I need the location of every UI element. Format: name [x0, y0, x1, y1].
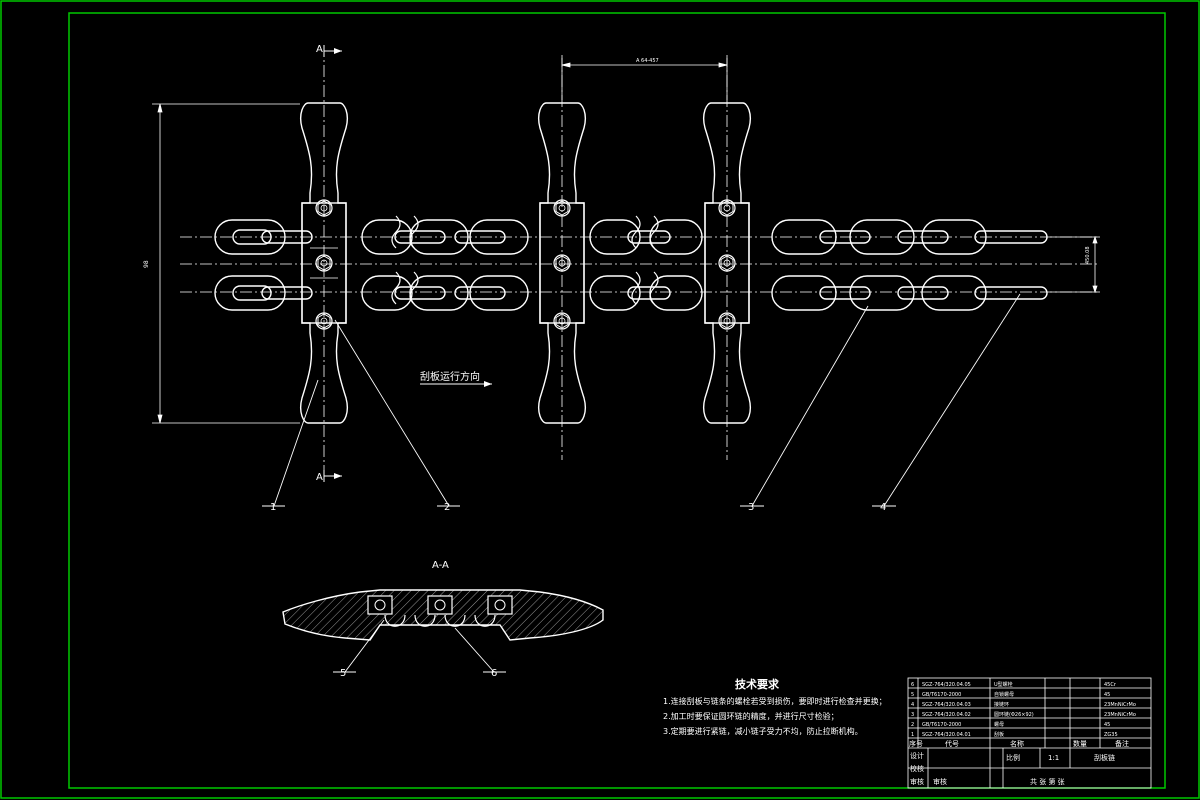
svg-text:3: 3 — [911, 712, 914, 718]
title-block — [907, 677, 1152, 789]
pitch-dimension-label: A 64-457 — [636, 58, 659, 64]
svg-text:SGZ-764/320.04.03: SGZ-764/320.04.03 — [922, 702, 971, 708]
svg-text:4: 4 — [911, 702, 914, 708]
title-block-footer: 比例 1:1 刮板链 设计 校核 审核 审核 共 张 第 张 — [910, 751, 1115, 786]
flight-bar-2 — [537, 102, 587, 424]
drawing-name: 刮板链 — [1094, 753, 1115, 762]
svg-text:审核: 审核 — [910, 777, 924, 786]
svg-text:设计: 设计 — [910, 751, 924, 760]
svg-text:备注: 备注 — [1115, 739, 1129, 748]
section-marker-top-label: A — [316, 44, 323, 55]
svg-text:SGZ-764/320.04.05: SGZ-764/320.04.05 — [922, 682, 971, 688]
svg-text:刮板: 刮板 — [994, 731, 1004, 738]
svg-text:2: 2 — [911, 722, 914, 728]
width-dimension-label: 450.08 — [1085, 247, 1091, 265]
inner-border — [68, 12, 1166, 789]
svg-text:45Cr: 45Cr — [1104, 682, 1117, 688]
svg-text:螺母: 螺母 — [994, 721, 1004, 728]
svg-text:SGZ-764/320.04.02: SGZ-764/320.04.02 — [922, 712, 971, 718]
tech-requirements-list: 1.连接刮板与链条的螺栓若受到损伤，要即时进行检查并更换； 2.加工时要保证圆环… — [663, 694, 887, 739]
scale-value: 1:1 — [1048, 754, 1059, 762]
tech-requirement-2: 2.加工时要保证圆环链的精度，并进行尺寸检验； — [663, 712, 839, 721]
callout-6: 6 — [491, 668, 497, 679]
round-link-chain-lower — [214, 275, 1048, 311]
section-marker-bottom — [323, 470, 342, 482]
svg-text:序号: 序号 — [909, 739, 923, 748]
callout-4: 4 — [880, 502, 886, 513]
section-view-label: A-A — [432, 560, 449, 571]
height-dimension — [152, 103, 300, 424]
svg-text:接链环: 接链环 — [994, 701, 1009, 708]
scale-label: 比例 — [1006, 753, 1020, 762]
svg-text:GB/T6170-2000: GB/T6170-2000 — [922, 722, 961, 728]
svg-text:代号: 代号 — [945, 739, 959, 748]
section-marker-bottom-label: A — [316, 472, 323, 483]
tech-requirement-1: 1.连接刮板与链条的螺栓若受到损伤，要即时进行检查并更换； — [663, 697, 887, 706]
svg-text:圆环链(Φ26×92): 圆环链(Φ26×92) — [994, 711, 1034, 718]
pitch-dimension — [561, 58, 728, 100]
svg-text:45: 45 — [1104, 692, 1110, 698]
title-block-rows: 6 SGZ-764/320.04.05 U型螺栓 45Cr 5 GB/T6170… — [911, 681, 1136, 738]
callout-5: 5 — [340, 668, 346, 679]
title-block-header: 序号 代号 名称 数量 备注 — [909, 739, 1129, 748]
height-dimension-label: 98 — [143, 260, 150, 268]
callout-3: 3 — [748, 502, 754, 513]
svg-text:数量: 数量 — [1073, 739, 1087, 748]
tech-requirements-title: 技术要求 — [735, 678, 779, 691]
round-link-chain-upper — [214, 219, 1048, 255]
svg-text:自锁螺母: 自锁螺母 — [994, 691, 1014, 698]
connecting-link-marks — [391, 215, 659, 305]
svg-text:U型螺栓: U型螺栓 — [994, 681, 1013, 688]
leader-lines — [262, 293, 1021, 673]
flight-bar-1 — [299, 102, 349, 424]
svg-text:1: 1 — [911, 732, 914, 738]
section-view — [282, 589, 604, 641]
svg-text:校核: 校核 — [910, 764, 924, 773]
svg-text:ZG35: ZG35 — [1104, 732, 1118, 738]
section-marker-top — [323, 45, 342, 57]
callout-1: 1 — [270, 502, 276, 513]
callout-2: 2 — [444, 502, 450, 513]
svg-text:共 张 第 张: 共 张 第 张 — [1030, 777, 1065, 786]
svg-text:23MnNiCrMo: 23MnNiCrMo — [1104, 702, 1136, 708]
svg-text:5: 5 — [911, 692, 914, 698]
svg-text:GB/T6170-2000: GB/T6170-2000 — [922, 692, 961, 698]
svg-text:6: 6 — [911, 682, 914, 688]
svg-text:23MnNiCrMo: 23MnNiCrMo — [1104, 712, 1136, 718]
direction-label: 刮板运行方向 — [420, 370, 480, 383]
svg-text:审核: 审核 — [933, 777, 947, 786]
flight-bar-3 — [702, 102, 752, 424]
svg-text:45: 45 — [1104, 722, 1110, 728]
tech-requirement-3: 3.定期要进行紧链，减小链子受力不均，防止拉断机构。 — [663, 727, 863, 736]
svg-text:名称: 名称 — [1010, 739, 1024, 748]
svg-text:SGZ-764/320.04.01: SGZ-764/320.04.01 — [922, 732, 971, 738]
width-dimension — [1050, 235, 1100, 294]
